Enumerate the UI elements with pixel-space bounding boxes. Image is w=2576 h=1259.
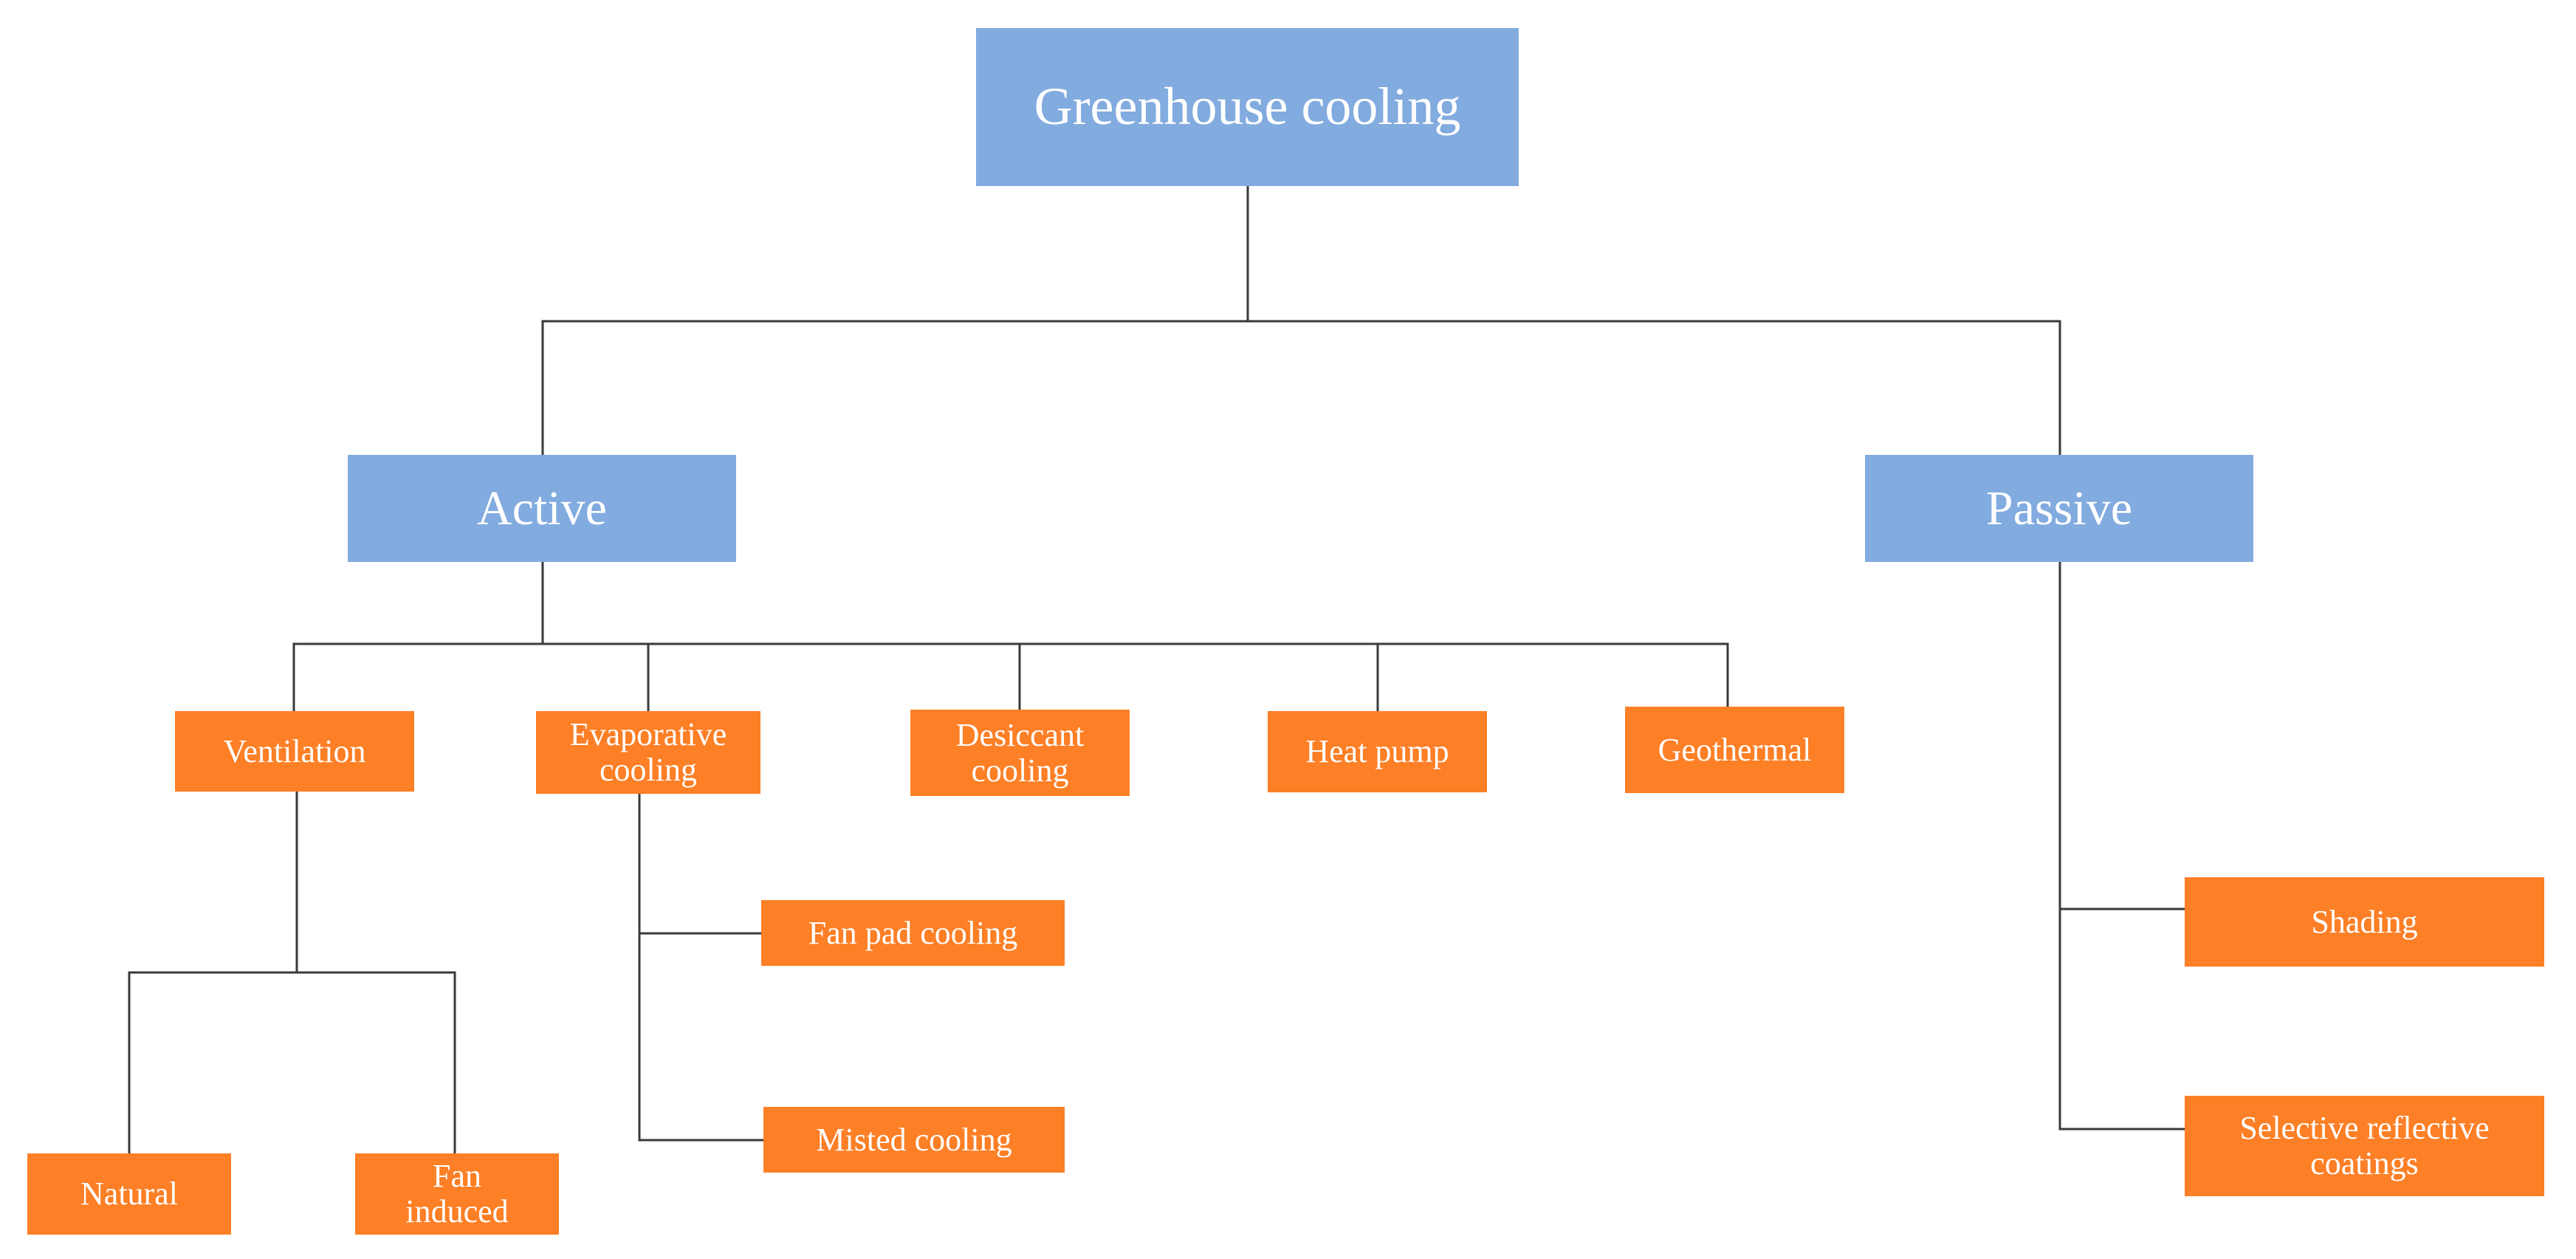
category-node-passive: Passive [1865, 455, 2253, 562]
method-label-shading: Shading [2311, 903, 2418, 940]
method-label-natural: Natural [80, 1176, 178, 1212]
method-label-fan-induced: Fan induced [405, 1158, 509, 1229]
method-node-selective-reflective-coatings: Selective reflective coatings [2185, 1096, 2544, 1196]
method-node-ventilation: Ventilation [175, 711, 414, 792]
method-node-shading: Shading [2185, 877, 2544, 967]
root-node-greenhouse-cooling: Greenhouse cooling [976, 28, 1519, 186]
method-node-geothermal: Geothermal [1625, 707, 1844, 793]
method-label-heat-pump: Heat pump [1305, 733, 1449, 770]
method-label-misted-cooling: Misted cooling [816, 1121, 1012, 1158]
method-label-selective-reflective-coatings: Selective reflective coatings [2239, 1110, 2490, 1181]
category-node-active: Active [348, 455, 736, 562]
method-label-desiccant-cooling: Desiccant cooling [955, 716, 1085, 789]
method-label-geothermal: Geothermal [1658, 731, 1812, 768]
method-label-fan-pad-cooling: Fan pad cooling [808, 914, 1018, 951]
method-node-fan-induced: Fan induced [355, 1153, 559, 1235]
method-node-fan-pad-cooling: Fan pad cooling [761, 900, 1065, 966]
category-label-passive: Passive [1986, 481, 2132, 535]
method-node-misted-cooling: Misted cooling [763, 1107, 1065, 1173]
method-node-desiccant-cooling: Desiccant cooling [910, 710, 1130, 796]
method-node-heat-pump: Heat pump [1268, 711, 1487, 792]
category-label-active: Active [477, 481, 607, 535]
root-node-label: Greenhouse cooling [1034, 77, 1461, 137]
method-label-ventilation: Ventilation [223, 733, 366, 769]
method-node-natural: Natural [27, 1153, 231, 1235]
method-label-evaporative-cooling: Evaporative cooling [569, 716, 727, 788]
method-node-evaporative-cooling: Evaporative cooling [536, 711, 760, 794]
